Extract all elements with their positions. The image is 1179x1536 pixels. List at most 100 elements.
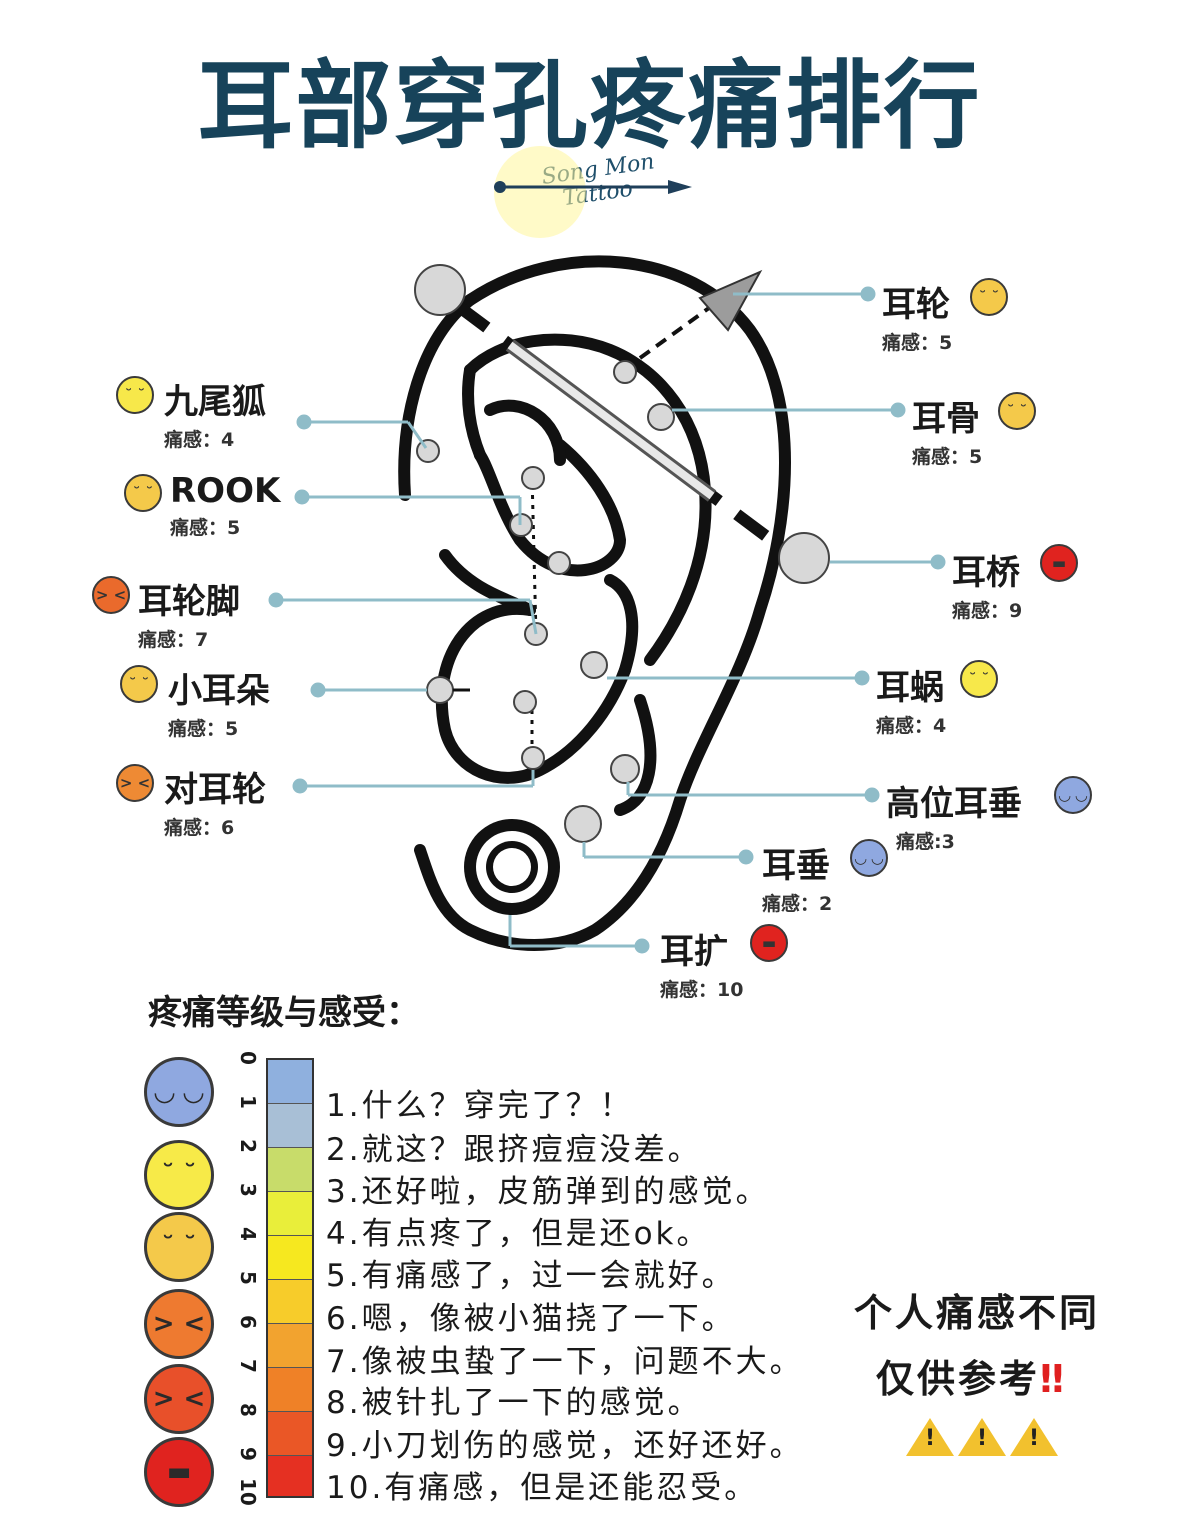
pain-level-description: 3.还好啦，皮筋弹到的感觉。 xyxy=(326,1174,770,1210)
piercing-name: 九尾狐 xyxy=(164,382,266,422)
scale-tick: 6 xyxy=(236,1315,260,1329)
leader-lines xyxy=(268,286,946,954)
scale-segment xyxy=(268,1456,312,1496)
logo-needle-graphic xyxy=(494,146,692,238)
pain-score: 痛感：4 xyxy=(876,715,947,737)
legend-face-icon: ˘ ˘ xyxy=(144,1212,214,1282)
piercing-name: 耳桥 xyxy=(952,553,1020,593)
scale-segment xyxy=(268,1412,312,1456)
piercing-name: 耳骨 xyxy=(912,399,980,439)
pain-level-description: 8.被针扎了一下的感觉。 xyxy=(326,1385,702,1421)
scale-tick: 3 xyxy=(236,1183,260,1197)
ear-diagram xyxy=(268,146,946,954)
pain-level-description: 6.嗯，像被小猫挠了一下。 xyxy=(326,1301,736,1337)
scale-segment xyxy=(268,1280,312,1324)
pain-score: 痛感：5 xyxy=(168,718,239,740)
pain-score: 痛感：5 xyxy=(170,517,241,539)
piercing-label-forward-helix: 九尾狐 痛感：4 xyxy=(164,374,266,452)
piercing-name: 小耳朵 xyxy=(168,671,270,711)
note-text: 仅供参考 xyxy=(876,1357,1041,1401)
legend-title: 疼痛等级与感受： xyxy=(148,993,420,1033)
pain-score: 痛感：10 xyxy=(660,979,744,1001)
pain-level-description: 9.小刀划伤的感觉，还好还好。 xyxy=(326,1428,804,1464)
piercing-label-upper-lobe: 高位耳垂 痛感:3 xyxy=(886,776,1022,854)
pain-face-icon: ◡ ◡ xyxy=(850,839,888,877)
pain-face-icon: ˘ ˘ xyxy=(124,474,162,512)
piercing-label-conch: 耳骨 痛感：5 xyxy=(912,391,982,469)
pain-face-icon: ˘ ˘ xyxy=(998,392,1036,430)
piercing-label-tragus: 小耳朵 痛感：5 xyxy=(168,663,270,741)
piercing-name: 耳扩 xyxy=(660,932,728,972)
scale-segment xyxy=(268,1236,312,1280)
ear-outline xyxy=(398,255,791,951)
piercing-label-anti-tragus: 对耳轮 痛感：6 xyxy=(164,762,266,840)
scale-tick: 10 xyxy=(236,1478,260,1506)
pain-face-icon: ˘ ˘ xyxy=(120,665,158,703)
piercing-name: 耳轮 xyxy=(882,285,950,325)
scale-segment xyxy=(268,1060,312,1104)
pain-score: 痛感:3 xyxy=(896,831,955,853)
scale-tick: 7 xyxy=(236,1359,260,1373)
warning-mark: ! xyxy=(977,1426,988,1451)
scale-tick: 9 xyxy=(236,1447,260,1461)
pain-level-description: 4.有点疼了，但是还ok。 xyxy=(326,1216,711,1252)
pain-score: 痛感：9 xyxy=(952,600,1023,622)
pain-level-description: 7.像被虫蛰了一下，问题不大。 xyxy=(326,1344,804,1380)
legend-face-icon: ˘ ˘ xyxy=(144,1140,214,1210)
inner-dotted-line xyxy=(530,474,538,636)
pain-level-description: 1.什么？穿完了？！ xyxy=(326,1088,634,1124)
scale-tick: 4 xyxy=(236,1227,260,1241)
double-exclamation-icon: ‼ xyxy=(1040,1357,1067,1401)
pain-score: 痛感：6 xyxy=(164,817,235,839)
pain-face-icon: ˘ ˘ xyxy=(970,278,1008,316)
piercing-name: 耳轮脚 xyxy=(138,582,240,622)
scale-tick: 1 xyxy=(236,1095,260,1109)
scale-segment xyxy=(268,1324,312,1368)
note-line-2: 仅供参考‼ xyxy=(876,1348,1067,1403)
page-title: 耳部穿孔疼痛排行 xyxy=(197,50,982,162)
warning-icon: ! xyxy=(906,1418,954,1456)
piercing-label-gauge: 耳扩 痛感：10 xyxy=(660,924,743,1002)
pain-face-icon: > < xyxy=(116,764,154,802)
piercing-label-industrial: 耳桥 痛感：9 xyxy=(952,545,1022,623)
piercing-label-helix: 耳轮 痛感：5 xyxy=(882,277,952,355)
piercing-name: 耳垂 xyxy=(762,846,830,886)
scale-segment xyxy=(268,1104,312,1148)
scale-tick: 0 xyxy=(236,1051,260,1065)
pain-level-description: 5.有痛感了，过一会就好。 xyxy=(326,1258,736,1294)
piercing-label-daith: 耳轮脚 痛感：7 xyxy=(138,574,240,652)
pain-score: 痛感：5 xyxy=(912,446,983,468)
pain-score: 痛感：4 xyxy=(164,429,235,451)
industrial-bar xyxy=(454,301,786,553)
piercing-name: 耳蜗 xyxy=(876,668,944,708)
piercing-label-lobe: 耳垂 痛感：2 xyxy=(762,838,832,916)
legend-face-icon: ◡ ◡ xyxy=(144,1057,214,1127)
pain-face-icon: > < xyxy=(92,576,130,614)
piercing-name: 高位耳垂 xyxy=(886,784,1022,824)
helix-dashed-line xyxy=(638,298,722,360)
pain-scale-bar xyxy=(266,1058,314,1498)
pain-level-description: 2.就这？跟挤痘痘没差。 xyxy=(326,1132,702,1168)
piercing-label-inner-conch: 耳蜗 痛感：4 xyxy=(876,660,946,738)
legend-face-icon: > < xyxy=(144,1364,214,1434)
legend-face-icon: ▬ xyxy=(144,1437,214,1507)
scale-segment xyxy=(268,1368,312,1412)
warning-mark: ! xyxy=(1029,1426,1040,1451)
pain-level-description: 10.有痛感，但是还能忍受。 xyxy=(326,1470,759,1506)
pain-face-icon: ▬ xyxy=(750,924,788,962)
piercing-label-rook: ROOK 痛感：5 xyxy=(170,471,280,540)
gauge-ring xyxy=(464,819,560,915)
pain-face-icon: ˘ ˘ xyxy=(116,376,154,414)
pain-face-icon: ▬ xyxy=(1040,544,1078,582)
legend-face-icon: > < xyxy=(144,1289,214,1359)
scale-segment xyxy=(268,1148,312,1192)
note-line-1: 个人痛感不同 xyxy=(854,1291,1101,1335)
helix-spike xyxy=(698,269,763,332)
warning-mark: ! xyxy=(925,1426,936,1451)
warning-icon: ! xyxy=(958,1418,1006,1456)
scale-tick: 5 xyxy=(236,1271,260,1285)
pain-score: 痛感：7 xyxy=(138,629,209,651)
warning-icon: ! xyxy=(1010,1418,1058,1456)
piercing-name: ROOK xyxy=(170,471,281,511)
scale-tick: 2 xyxy=(236,1139,260,1153)
